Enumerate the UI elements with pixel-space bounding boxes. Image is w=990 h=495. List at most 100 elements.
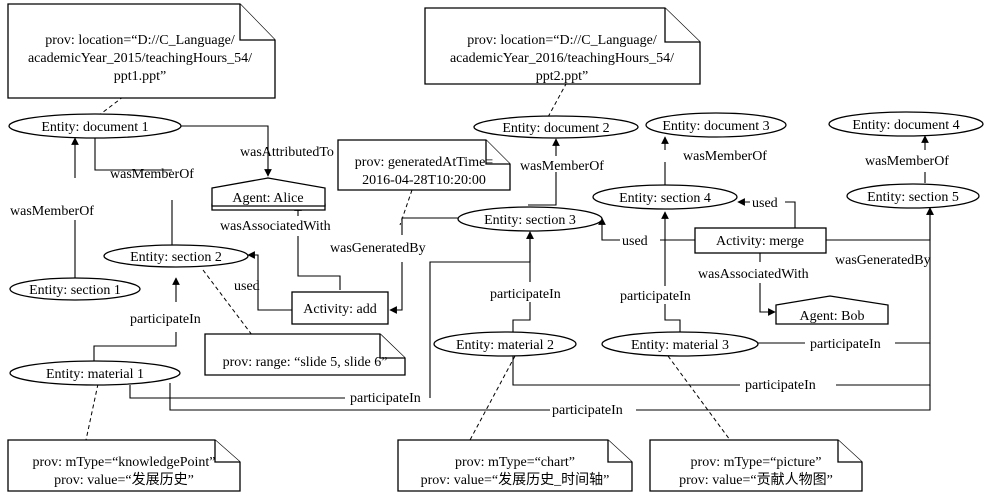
entity-section-5: Entity: section 5 [846, 183, 980, 209]
activity-merge-label: Activity: merge [716, 234, 804, 249]
dash-generated-note [399, 189, 413, 226]
label-participate-in-material1-section2: participateIn [130, 312, 201, 327]
note-range: prov: range: “slide 5, slide 6” [204, 333, 406, 376]
label-participate-in-material1-section3: participateIn [350, 391, 421, 406]
activity-add: Activity: add [291, 291, 389, 325]
agent-bob: Agent: Bob [775, 295, 889, 325]
label-was-member-of-section4: wasMemberOf [683, 149, 767, 164]
svg-text:prov: mType=“knowledgePoint”pr: prov: mType=“knowledgePoint” prov: value=… [32, 455, 215, 488]
label-participate-in-material3-section5: participateIn [810, 337, 881, 352]
edge-document1-attributed-alice [181, 125, 272, 177]
note-material2-line-1: prov: mType=“chart” [455, 455, 575, 470]
note-range-line-1: prov: range: “slide 5, slide 6” [223, 355, 388, 370]
entity-material-3: Entity: material 3 [601, 331, 759, 357]
entity-document-1-label: Entity: document 1 [41, 120, 148, 135]
note-material2-props: prov: mType=“chart” prov: value=“发展历史_时间轴… [397, 439, 633, 492]
entity-material-2: Entity: material 2 [433, 331, 577, 357]
edge-section2-member-document1 [94, 126, 173, 246]
label-participate-in-material2-section3: participateIn [490, 287, 561, 302]
activity-add-label: Activity: add [303, 302, 377, 317]
svg-text:prov: location=“D://C_Language: prov: location=“D://C_Language/academicY… [28, 33, 252, 84]
label-participate-in-material2-section5: participateIn [745, 378, 816, 393]
entity-material-1: Entity: material 1 [9, 360, 181, 386]
entity-section-1: Entity: section 1 [9, 277, 141, 301]
label-was-generated-by-add: wasGeneratedBy [330, 241, 426, 256]
entity-section-1-label: Entity: section 1 [29, 283, 121, 298]
note-material1-line-2: prov: value=“发展历史” [54, 472, 194, 488]
edge-merge-used-section4 [738, 202, 796, 228]
agent-bob-label: Agent: Bob [800, 309, 865, 324]
entity-document-1: Entity: document 1 [8, 113, 182, 139]
label-was-member-of-section3: wasMemberOf [520, 159, 604, 174]
note-material1-line-1: prov: mType=“knowledgePoint” [32, 455, 215, 470]
edge-add-used-section2 [247, 251, 293, 311]
note-doc2-line-1: prov: location=“D://C_Language/ [467, 33, 657, 48]
note-doc1-line-2: academicYear_2015/teachingHours_54/ [28, 51, 252, 66]
entity-material-1-label: Entity: material 1 [46, 367, 144, 382]
edges [75, 83, 934, 441]
edge-merge-used-section3 [602, 218, 695, 241]
label-was-member-of-section1: wasMemberOf [10, 204, 94, 219]
entity-section-2-label: Entity: section 2 [130, 250, 222, 265]
label-used-section4: used [752, 196, 778, 211]
dash-doc2-note [547, 83, 567, 118]
svg-text:prov: mType=“picture”prov: val: prov: mType=“picture” prov: value=“贡献人物图” [679, 455, 833, 488]
note-doc1-line-1: prov: location=“D://C_Language/ [45, 33, 235, 48]
note-generated-time: prov: generatedAtTime= 2016-04-28T10:20:0… [337, 139, 511, 191]
entity-section-4-label: Entity: section 4 [619, 191, 711, 206]
entity-section-2: Entity: section 2 [103, 244, 249, 268]
entity-document-2: Entity: document 2 [473, 115, 639, 139]
agent-alice-label: Agent: Alice [232, 191, 303, 206]
edge-section3-member-document2 [528, 139, 556, 206]
note-generated-line-1: prov: generatedAtTime= [355, 155, 494, 170]
label-used-add: used [234, 279, 260, 294]
entity-document-4-label: Entity: document 4 [852, 118, 959, 133]
svg-text:prov: mType=“chart”prov: value: prov: mType=“chart” prov: value=“发展历史_时间轴… [421, 455, 610, 488]
dash-material2-note [469, 355, 516, 441]
edge-material1-participate-section2 [93, 278, 176, 366]
edge-merge-generated-section5 [826, 207, 934, 241]
dash-material1-note [85, 383, 99, 441]
label-was-attributed-to: wasAttributedTo [240, 145, 334, 160]
note-material1-props: prov: mType=“knowledgePoint” prov: value=… [7, 439, 241, 492]
edge-material3-participate-section4 [665, 212, 681, 333]
entity-document-3: Entity: document 3 [645, 112, 787, 138]
note-doc1-line-3: ppt1.ppt” [114, 69, 167, 84]
dash-material3-note [667, 355, 731, 441]
note-doc2-line-3: ppt2.ppt” [536, 69, 589, 84]
entity-section-3-label: Entity: section 3 [484, 213, 576, 228]
note-doc2-location: prov: location=“D://C_Language/academicY… [424, 7, 701, 85]
edge-material2-participate-section3 [512, 232, 530, 333]
label-was-associated-with-add: wasAssociatedWith [220, 219, 331, 234]
note-material3-line-1: prov: mType=“picture” [691, 455, 822, 470]
note-generated-line-2: 2016-04-28T10:20:00 [362, 173, 486, 188]
agent-alice: Agent: Alice [211, 177, 326, 211]
entity-document-3-label: Entity: document 3 [662, 119, 769, 134]
label-used-section3: used [622, 234, 648, 249]
label-participate-in-material1-section5: participateIn [552, 403, 623, 418]
label-was-generated-by-merge: wasGeneratedBy [835, 253, 931, 268]
entity-section-5-label: Entity: section 5 [867, 190, 959, 205]
activity-merge: Activity: merge [694, 227, 827, 254]
note-doc2-line-2: academicYear_2016/teachingHours_54/ [450, 51, 674, 66]
entity-material-2-label: Entity: material 2 [456, 338, 554, 353]
note-material3-line-2: prov: value=“贡献人物图” [679, 472, 833, 488]
entity-document-2-label: Entity: document 2 [502, 121, 609, 136]
label-was-member-of-section2: wasMemberOf [110, 167, 194, 182]
note-material2-line-2: prov: value=“发展历史_时间轴” [421, 472, 610, 488]
entity-section-3: Entity: section 3 [457, 206, 603, 232]
label-participate-in-material3-section4: participateIn [620, 289, 691, 304]
entity-section-4: Entity: section 4 [592, 184, 738, 210]
svg-text:prov: generatedAtTime=2016-04-: prov: generatedAtTime= 2016-04-28T10:20:0… [355, 155, 494, 188]
edge-merge-associated-bob [759, 253, 775, 312]
label-was-member-of-section5: wasMemberOf [865, 154, 949, 169]
entity-material-3-label: Entity: material 3 [631, 338, 729, 353]
label-was-associated-with-merge: wasAssociatedWith [698, 267, 809, 282]
svg-text:prov: location=“D://C_Language: prov: location=“D://C_Language/academicY… [450, 33, 674, 84]
edge-material1-participate-section5 [169, 383, 931, 411]
note-doc1-location: prov: location=“D://C_Language/academicY… [7, 3, 276, 99]
edge-section3-generated-add [390, 217, 458, 310]
note-material3-props: prov: mType=“picture” prov: value=“贡献人物图” [649, 439, 863, 492]
